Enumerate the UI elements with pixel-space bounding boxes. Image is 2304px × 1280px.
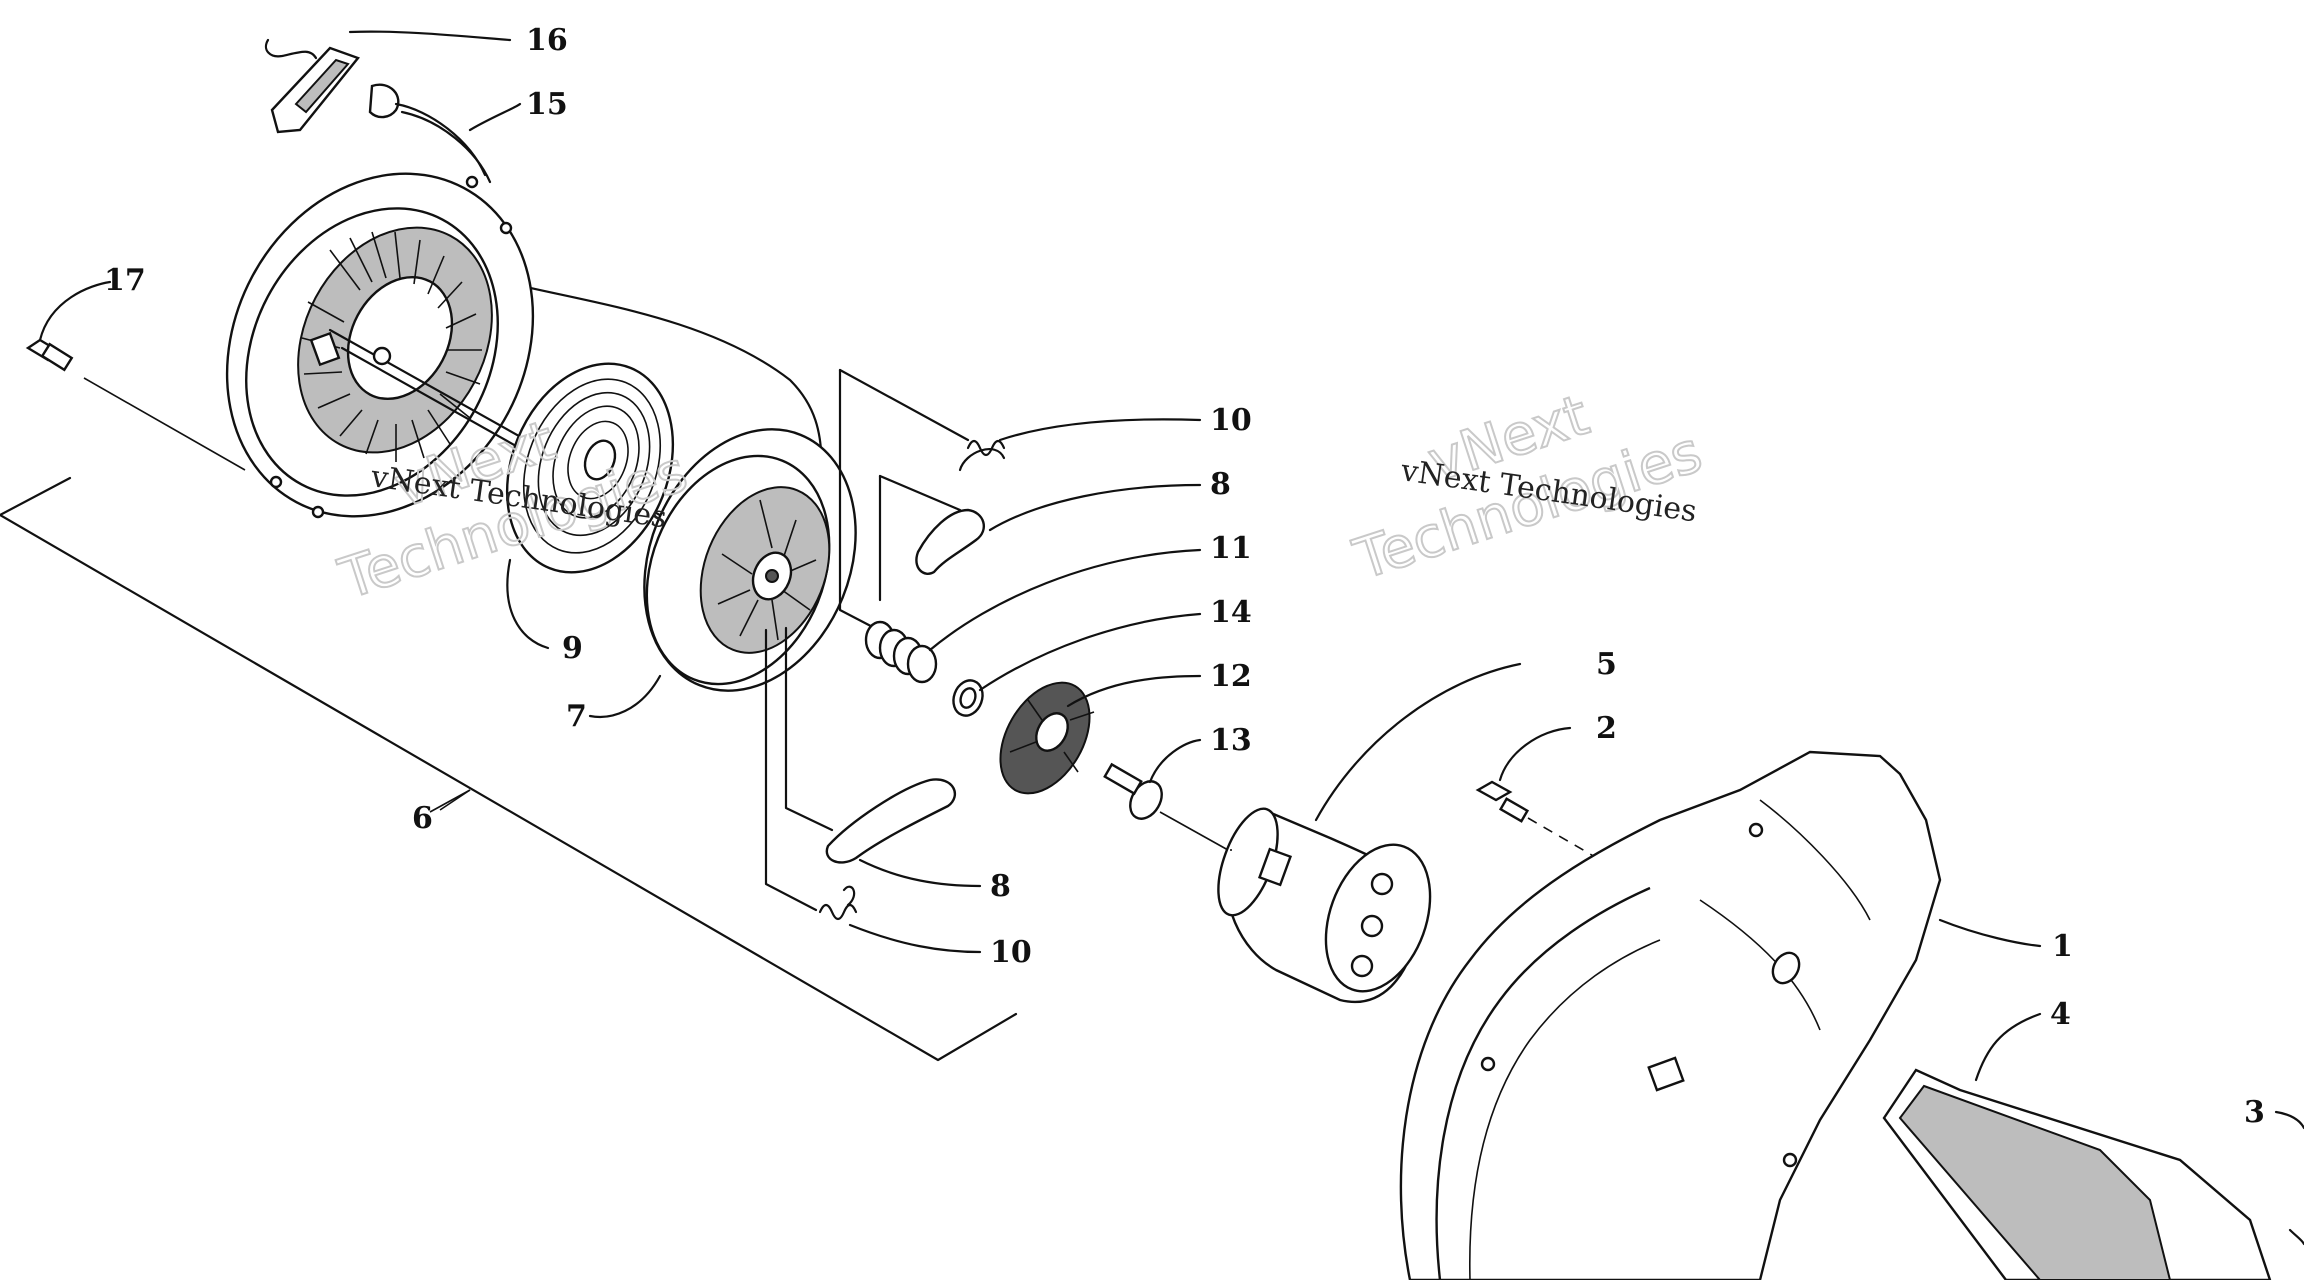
callout-3: 3	[2244, 1095, 2265, 1130]
part-17-bolt	[25, 280, 246, 471]
reel-spokes	[717, 499, 817, 641]
starter-housing	[225, 172, 742, 562]
part-14-washer	[952, 612, 1202, 717]
callout-8-lower: 8	[990, 869, 1011, 904]
callout-6: 6	[412, 801, 433, 836]
callout-11: 11	[1210, 531, 1252, 566]
part-12-guide-plate	[999, 674, 1202, 795]
callout-5: 5	[1596, 647, 1617, 682]
part-4-deflector	[1882, 1012, 2272, 1280]
callout-14: 14	[1210, 595, 1252, 630]
part-10-spring-upper	[838, 368, 1202, 637]
part-8-pawl-upper	[878, 474, 1202, 602]
part-10-spring-lower	[764, 628, 982, 954]
callout-13: 13	[1210, 723, 1252, 758]
callout-10-lower: 10	[990, 935, 1032, 970]
part-3-leader	[2274, 1110, 2304, 1246]
callout-17: 17	[104, 263, 146, 298]
part-15-rope	[394, 102, 824, 462]
callout-8-upper: 8	[1210, 467, 1231, 502]
part-16-starter-handle	[264, 30, 512, 134]
part-9-recoil-spring	[505, 362, 675, 650]
callout-1: 1	[2052, 929, 2073, 964]
part-8-pawl-lower	[784, 626, 982, 888]
callout-16: 16	[526, 23, 568, 58]
callout-2: 2	[1596, 711, 1617, 746]
callout-labels: 1 2 3 4 5 6 7 8 8 9 10 10 11 12 13 14 15…	[104, 23, 2265, 1130]
part-5-starter-cup	[1217, 662, 1522, 1004]
callout-9: 9	[562, 631, 583, 666]
callout-15: 15	[526, 87, 568, 122]
part-6-leader	[429, 789, 471, 813]
callout-7: 7	[566, 699, 587, 734]
part-1-fan-cover	[1399, 750, 2042, 1280]
part-11-spring	[864, 548, 1202, 684]
part-13-screw	[1103, 738, 1229, 851]
part-7-reel	[588, 428, 857, 718]
housing-fins	[301, 231, 482, 462]
callout-10-upper: 10	[1210, 403, 1252, 438]
callout-4: 4	[2050, 997, 2071, 1032]
callout-12: 12	[1210, 659, 1252, 694]
